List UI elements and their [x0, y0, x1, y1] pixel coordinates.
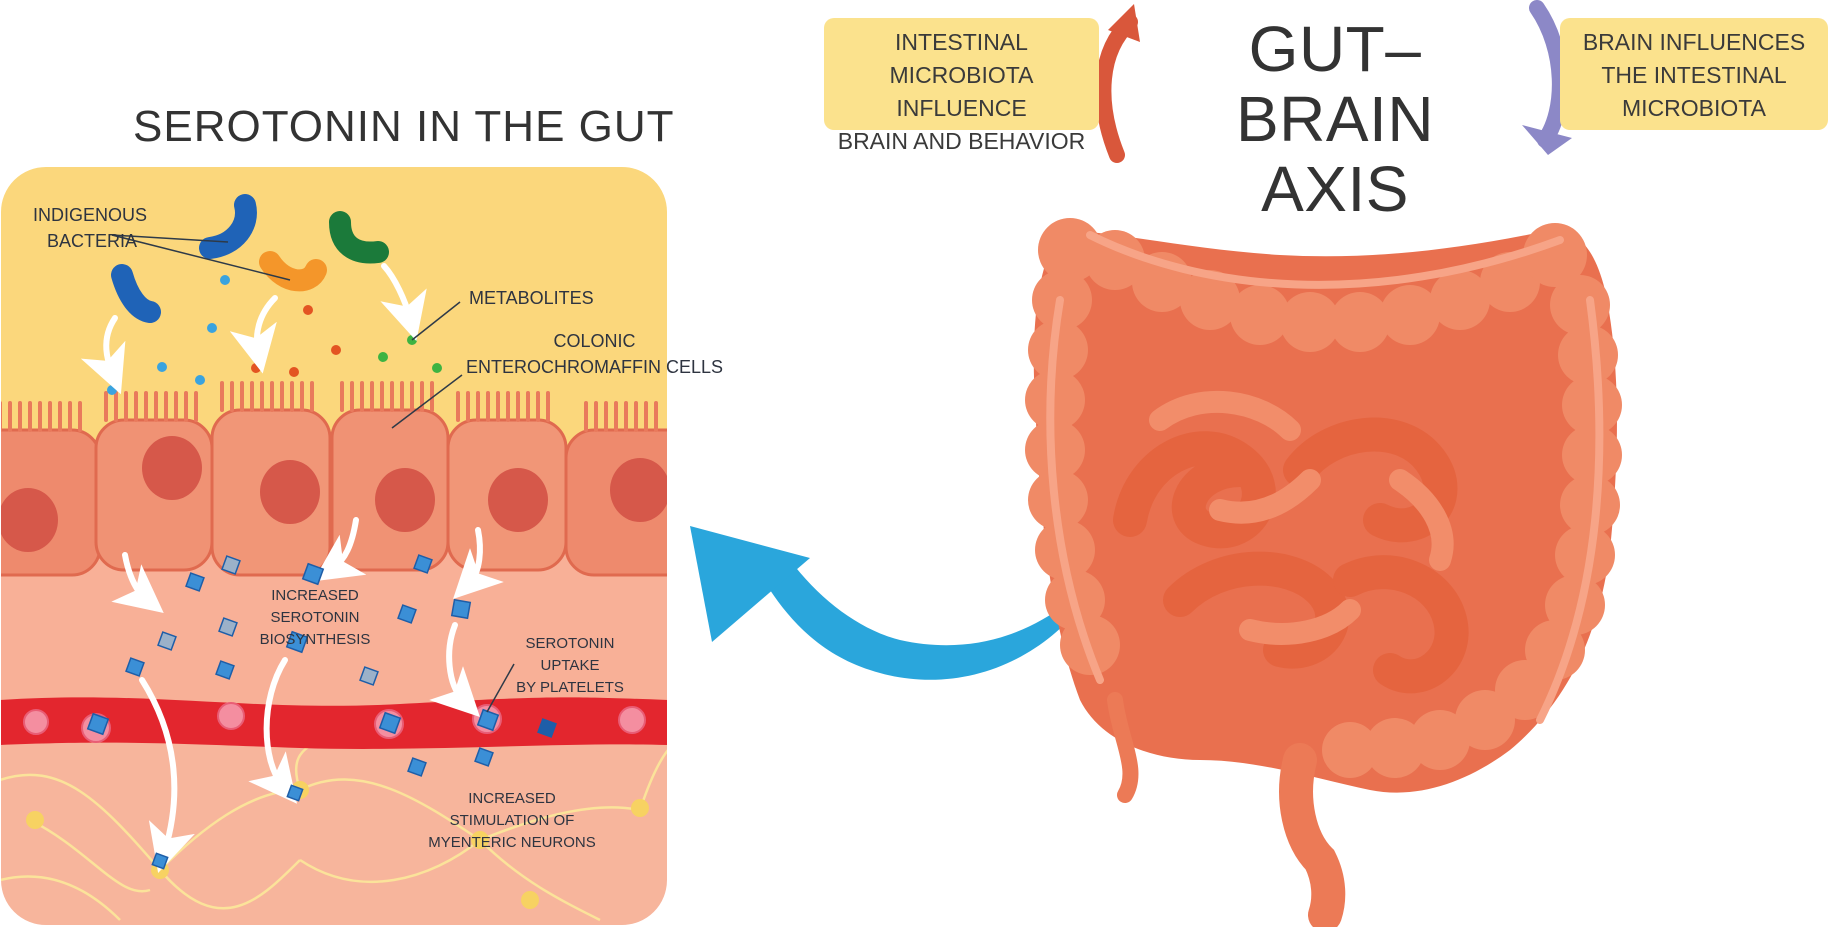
title-line: Gut–Brain: [1235, 13, 1435, 155]
pathway-arrows: [80, 263, 504, 873]
box-line: Brain influences: [1582, 29, 1806, 55]
box-line: brain and behavior: [837, 128, 1086, 154]
enterochromaffin-cells: [0, 408, 668, 577]
label-line: Colonic: [553, 331, 636, 351]
box-line: Intestinal microbiota: [889, 29, 1034, 88]
label-line: Increased serotonin: [270, 587, 360, 626]
indigenous-bacteria: [111, 194, 389, 323]
box-line: microbiota: [1622, 95, 1766, 121]
label-indigenous-bacteria: Indigenous bacteria: [33, 202, 147, 254]
red-up-arrow: [1095, 4, 1140, 163]
blue-curved-arrow: [690, 526, 1108, 680]
brain-to-microbiota-box: Brain influences the intestinal microbio…: [1560, 18, 1828, 130]
label-line: myenteric neurons: [428, 834, 596, 851]
intestine-illustration: [1025, 218, 1622, 927]
label-colonic-cells: Colonic enterochromaffin cells: [466, 328, 723, 380]
label-line: bacteria: [47, 231, 138, 251]
microbiota-to-brain-box: Intestinal microbiota influence brain an…: [824, 18, 1099, 154]
label-line: biosynthesis: [259, 631, 371, 648]
label-line: Increased stimulation of: [449, 790, 575, 829]
box-line: influence: [896, 95, 1027, 121]
label-biosynthesis: Increased serotonin biosynthesis: [240, 585, 390, 651]
label-line: by platelets: [516, 679, 624, 696]
neuron-tissue: [0, 740, 668, 926]
label-neuron-stimulation: Increased stimulation of myenteric neuro…: [422, 788, 602, 854]
panel-border: [0, 165, 669, 927]
microvilli: [0, 381, 658, 432]
label-line: Serotonin uptake: [525, 635, 615, 674]
label-line: Indigenous: [33, 205, 148, 225]
panel-title: Serotonin in the gut: [133, 102, 675, 151]
gut-brain-axis-title: Gut–Brain Axis: [1195, 14, 1475, 224]
label-metabolites: Metabolites: [469, 288, 594, 308]
box-line: the intestinal: [1601, 62, 1787, 88]
title-line: Axis: [1261, 153, 1409, 225]
serotonin-panel: [0, 166, 668, 926]
label-line: enterochromaffin cells: [466, 357, 724, 377]
serotonin-molecules: [86, 554, 557, 870]
label-platelet-uptake: Serotonin uptake by platelets: [500, 633, 640, 699]
label-leader-lines: [111, 234, 515, 713]
purple-down-arrow: [1522, 0, 1572, 155]
